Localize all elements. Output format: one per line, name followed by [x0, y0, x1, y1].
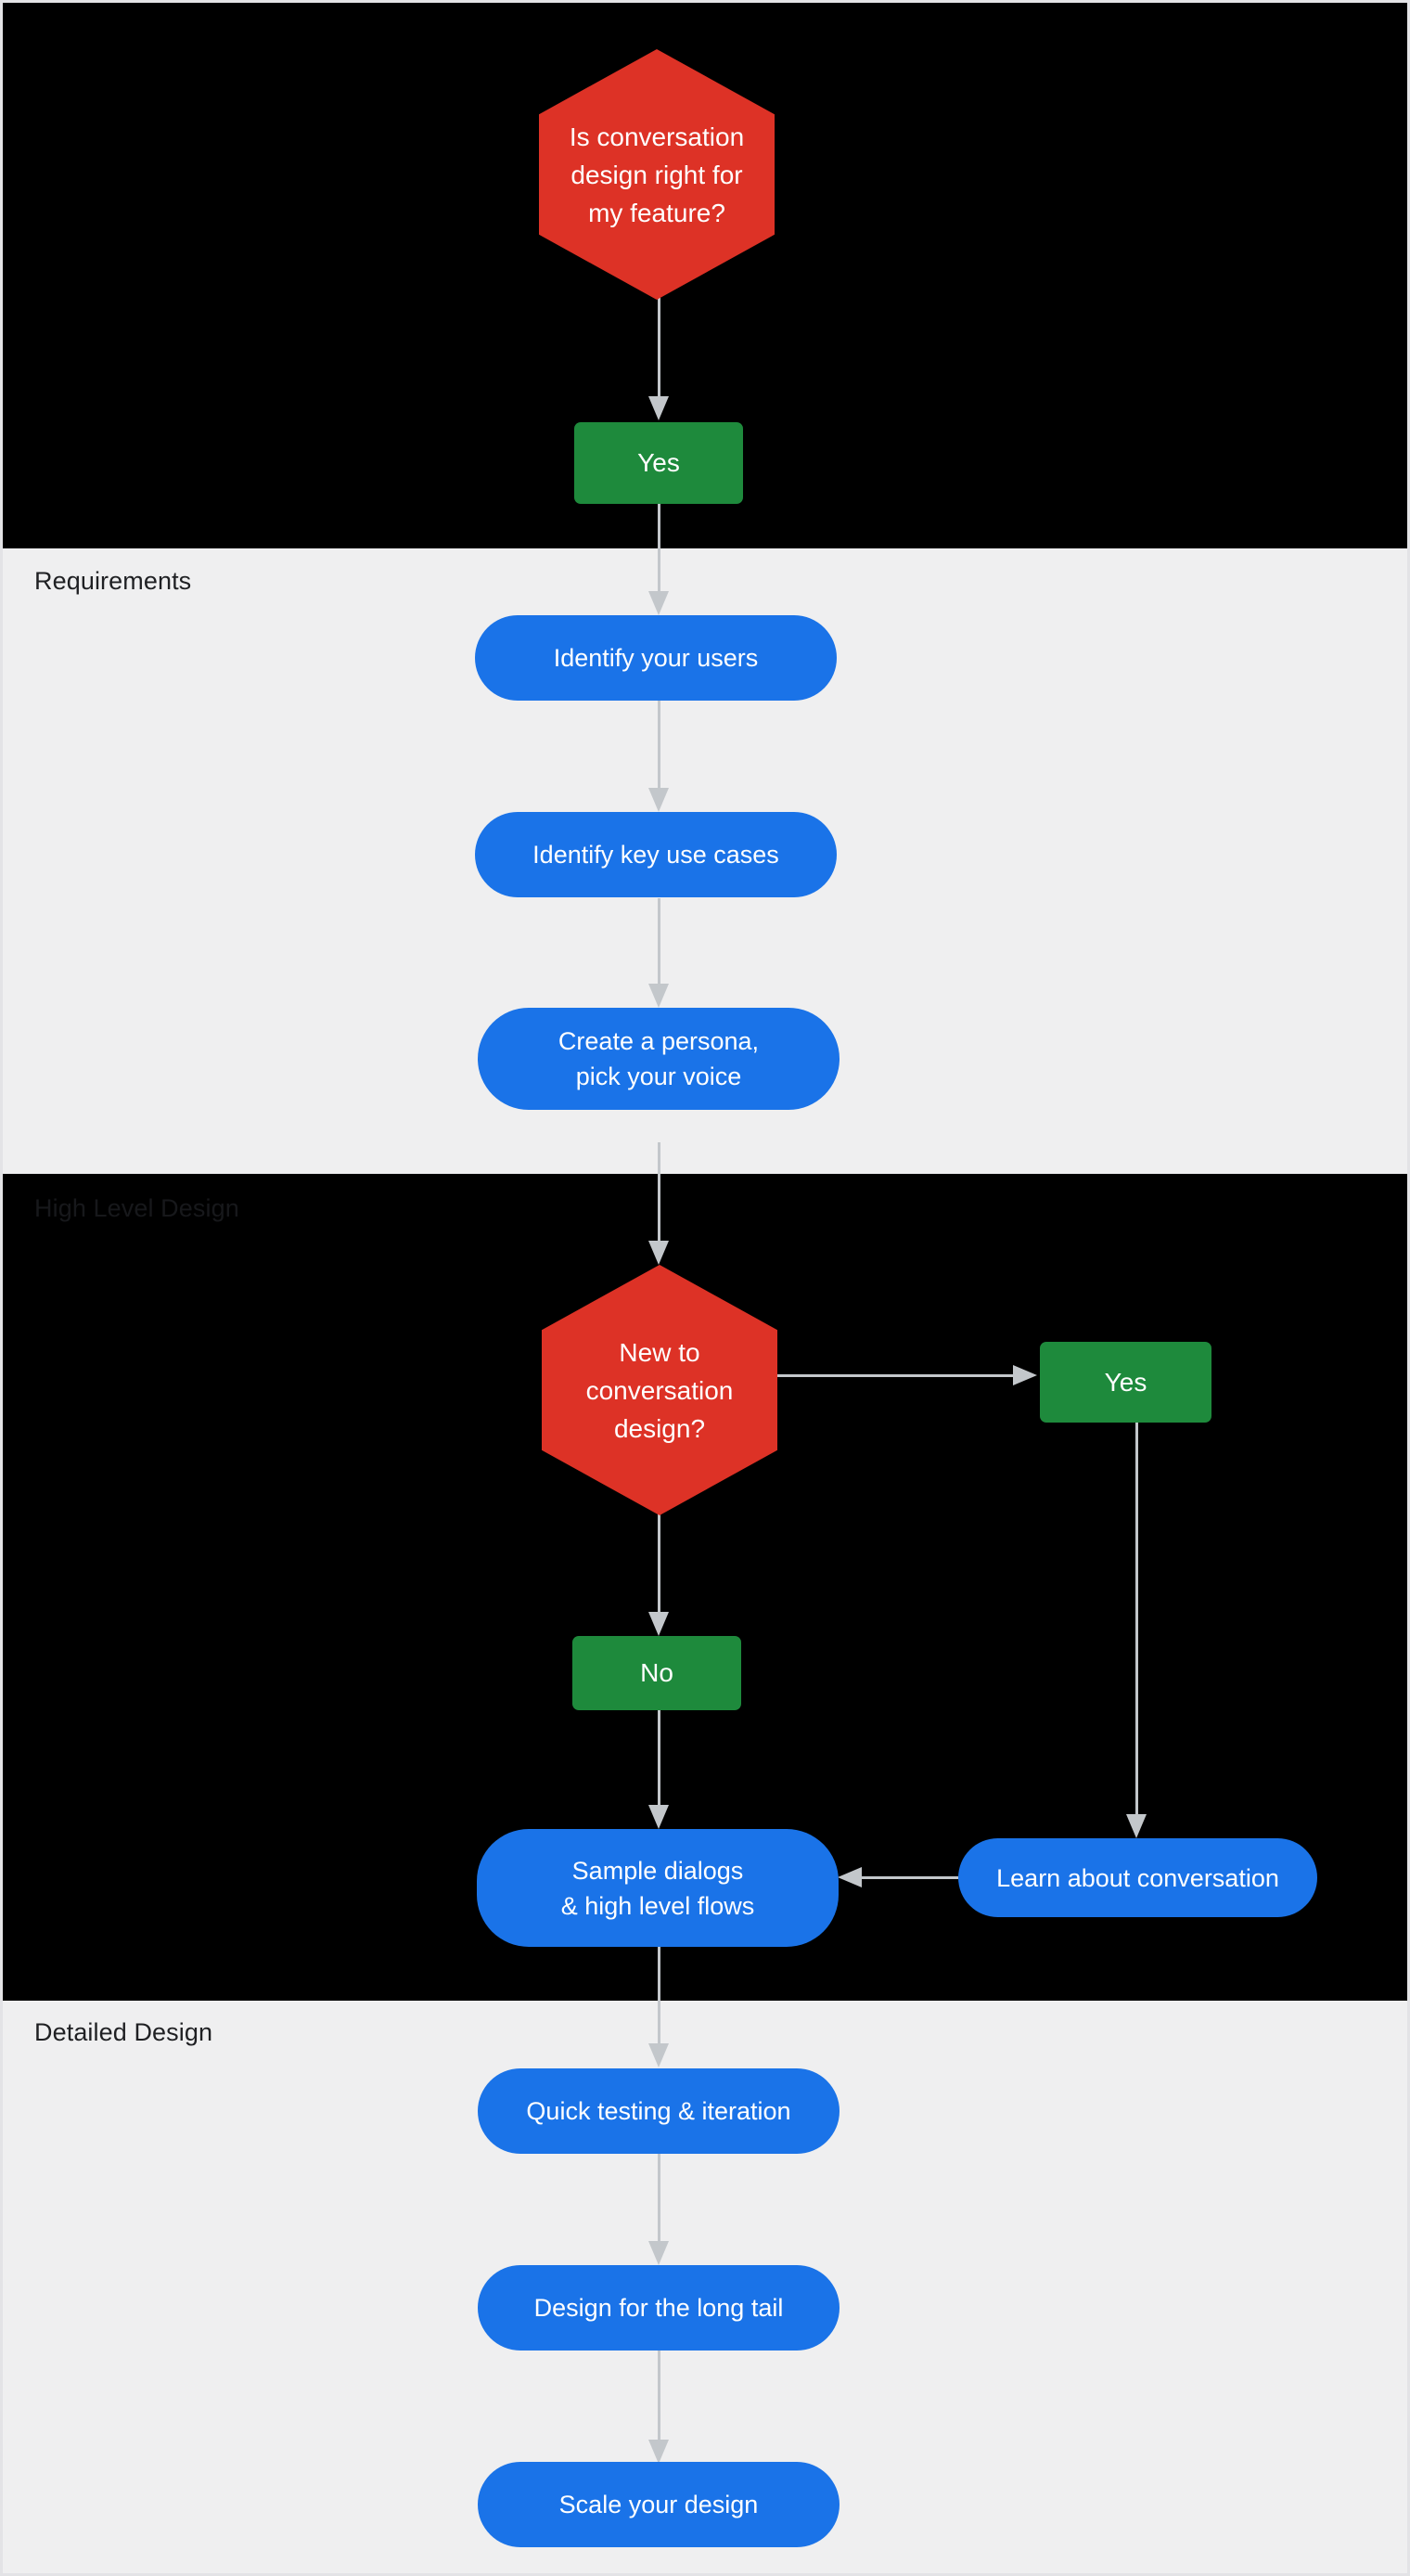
step-sample-dialogs-label: Sample dialogs & high level flows [560, 1856, 755, 1920]
band-label-detailed-design: Detailed Design [34, 2018, 213, 2046]
band-label-requirements: Requirements [34, 567, 192, 595]
step-learn-about-conversation-label: Learn about conversation [996, 1863, 1279, 1892]
step-scale-your-design-label: Scale your design [558, 2491, 759, 2518]
connector-yes2-to-learn-conversation [1126, 1423, 1147, 1838]
connector-use-cases-to-persona [648, 898, 669, 1008]
step-create-a-persona-label: Create a persona, pick your voice [558, 1027, 760, 1090]
answer-no-label: No [640, 1658, 673, 1687]
step-design-for-the-long-tail-label: Design for the long tail [533, 2294, 784, 2322]
connector-long-tail-to-scale-design [648, 2351, 669, 2464]
step-identify-key-use-cases[interactable]: Identify key use cases [475, 812, 837, 897]
connector-decision2-to-no [648, 1506, 669, 1636]
step-scale-your-design[interactable]: Scale your design [478, 2462, 840, 2547]
band-label-high-level-design: High Level Design [34, 1194, 239, 1222]
connector-learn-to-sample-dialogs [838, 1867, 958, 1887]
connector-quick-testing-to-long-tail [648, 2154, 669, 2265]
decision-1-label: Is conversation design right for my feat… [569, 122, 745, 227]
answer-yes-2[interactable]: Yes [1040, 1342, 1211, 1423]
step-identify-key-use-cases-label: Identify key use cases [532, 841, 779, 869]
connector-sample-dialogs-to-quick-testing [648, 1947, 669, 2067]
step-identify-your-users-label: Identify your users [553, 644, 759, 672]
answer-yes-1-label: Yes [637, 448, 680, 477]
connector-decision2-to-yes2 [777, 1365, 1037, 1385]
answer-no[interactable]: No [572, 1636, 741, 1710]
step-sample-dialogs-and-high-level-flows[interactable]: Sample dialogs & high level flows [477, 1829, 839, 1947]
step-design-for-the-long-tail[interactable]: Design for the long tail [478, 2265, 840, 2351]
decision-2-label: New to conversation design? [585, 1337, 734, 1443]
step-quick-testing-and-iteration[interactable]: Quick testing & iteration [478, 2068, 840, 2154]
connector-decision1-to-yes1 [648, 298, 669, 420]
step-learn-about-conversation[interactable]: Learn about conversation [958, 1838, 1317, 1917]
connector-no-to-sample-dialogs [648, 1710, 669, 1829]
connector-yes1-to-identify-users [648, 504, 669, 615]
answer-yes-1[interactable]: Yes [574, 422, 743, 504]
step-create-a-persona-pick-your-voice[interactable]: Create a persona, pick your voice [478, 1008, 840, 1110]
answer-yes-2-label: Yes [1104, 1367, 1147, 1397]
step-identify-your-users[interactable]: Identify your users [475, 615, 837, 701]
connector-identify-users-to-use-cases [648, 701, 669, 812]
connector-persona-to-decision2 [648, 1142, 669, 1265]
step-quick-testing-label: Quick testing & iteration [526, 2097, 791, 2125]
